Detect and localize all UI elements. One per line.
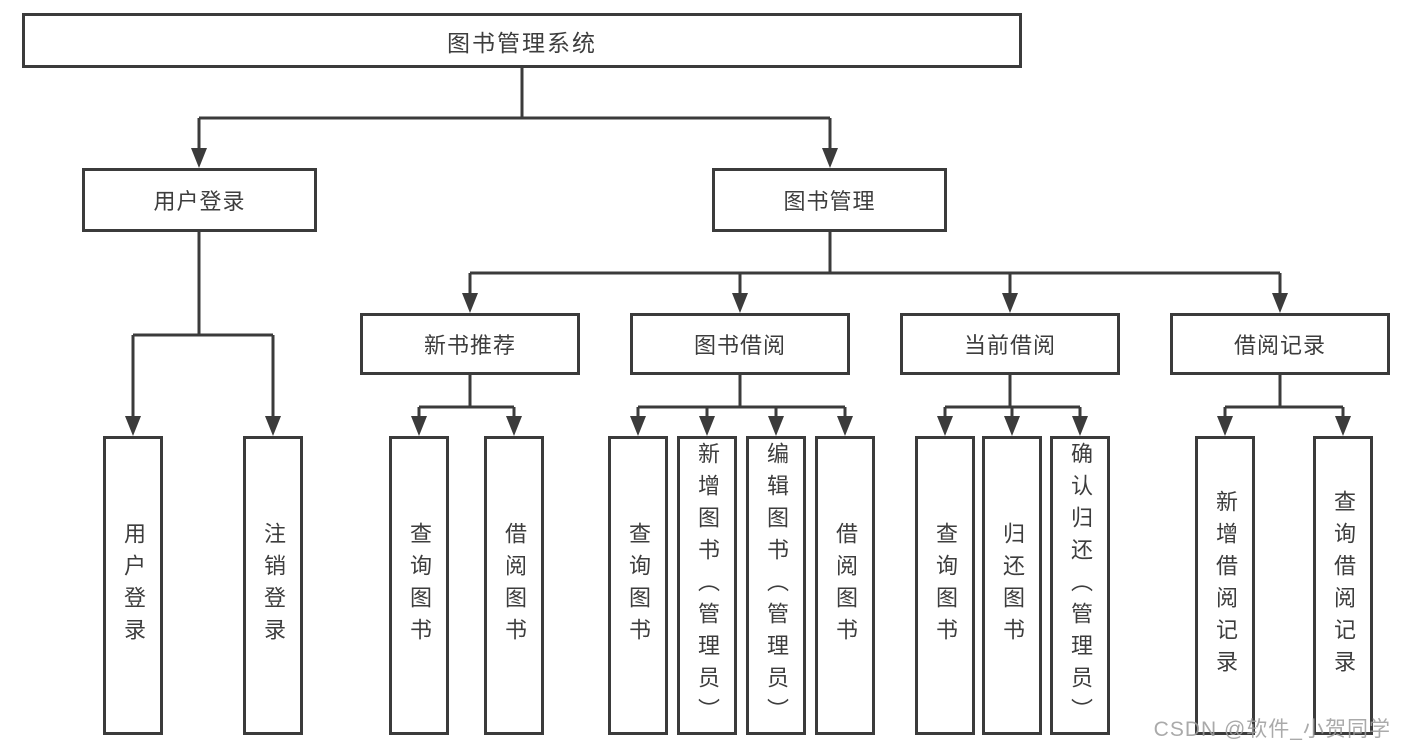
leaf-query-books-borrowing-label: 查询图书	[626, 521, 651, 650]
node-book-management: 图书管理	[712, 168, 947, 232]
watermark: CSDN @软件_小贺同学	[1153, 718, 1391, 741]
leaf-borrow-books-recommend: 借阅图书	[484, 436, 544, 735]
leaf-user-login-label: 用户登录	[121, 521, 146, 650]
leaf-logout-label: 注销登录	[261, 521, 286, 650]
leaf-query-books-current: 查询图书	[915, 436, 975, 735]
leaf-query-books-recommend: 查询图书	[389, 436, 449, 735]
leaf-add-borrow-record-label: 新增借阅记录	[1213, 489, 1238, 682]
node-borrowing-records: 借阅记录	[1170, 313, 1390, 375]
leaf-borrow-books-recommend-label: 借阅图书	[502, 521, 527, 650]
node-new-book-recommend: 新书推荐	[360, 313, 580, 375]
node-root-label: 图书管理系统	[447, 29, 597, 56]
node-new-book-recommend-label: 新书推荐	[423, 333, 516, 358]
node-root-library-system: 图书管理系统	[22, 13, 1022, 68]
node-book-borrowing-label: 图书借阅	[693, 333, 786, 358]
leaf-confirm-return-admin: 确认归还（管理员）	[1050, 436, 1110, 735]
leaf-borrow-books: 借阅图书	[815, 436, 875, 735]
node-book-borrowing: 图书借阅	[630, 313, 850, 375]
leaf-return-books: 归还图书	[982, 436, 1042, 735]
leaf-return-books-label: 归还图书	[1000, 521, 1025, 650]
node-user-login-label: 用户登录	[153, 189, 246, 214]
leaf-add-books-admin-label: 新增图书（管理员）	[695, 441, 720, 730]
node-current-borrowing: 当前借阅	[900, 313, 1120, 375]
leaf-confirm-return-admin-label: 确认归还（管理员）	[1068, 441, 1093, 730]
leaf-edit-books-admin-label: 编辑图书（管理员）	[764, 441, 789, 730]
leaf-logout: 注销登录	[243, 436, 303, 735]
leaf-add-borrow-record: 新增借阅记录	[1195, 436, 1255, 735]
leaf-borrow-books-label: 借阅图书	[833, 521, 858, 650]
node-current-borrowing-label: 当前借阅	[963, 333, 1056, 358]
leaf-query-books-current-label: 查询图书	[933, 521, 958, 650]
node-user-login: 用户登录	[82, 168, 317, 232]
leaf-add-books-admin: 新增图书（管理员）	[677, 436, 737, 735]
leaf-query-borrow-record-label: 查询借阅记录	[1331, 489, 1356, 682]
leaf-user-login: 用户登录	[103, 436, 163, 735]
leaf-query-books-recommend-label: 查询图书	[407, 521, 432, 650]
leaf-query-books-borrowing: 查询图书	[608, 436, 668, 735]
node-book-management-label: 图书管理	[783, 189, 876, 214]
leaf-query-borrow-record: 查询借阅记录	[1313, 436, 1373, 735]
node-borrowing-records-label: 借阅记录	[1233, 333, 1326, 358]
leaf-edit-books-admin: 编辑图书（管理员）	[746, 436, 806, 735]
